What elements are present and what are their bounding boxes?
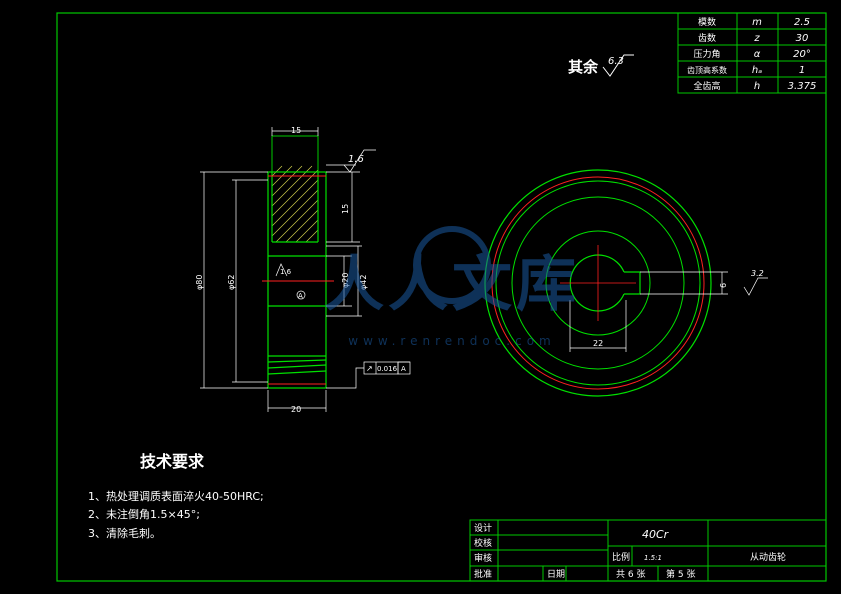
pitch-circle xyxy=(491,176,705,390)
face-roughness-value: 1.6 xyxy=(348,154,364,165)
param-value-teeth: 30 xyxy=(796,33,809,44)
title-block-text: 设计 校核 审核 批准 日期 40Cr 比例 1.5:1 从动齿轮 共 6 张 … xyxy=(474,522,786,580)
runout-tolerance-icon: ↗ xyxy=(366,364,373,373)
param-value-pressure-angle: 20° xyxy=(793,49,811,60)
roughness-symbol-general xyxy=(602,54,634,77)
param-name-addendum-coef: 齿顶高系数 xyxy=(687,65,727,75)
param-symbol-ha: hₐ xyxy=(752,65,762,76)
gear-parameter-symbols: m z α hₐ h xyxy=(752,17,762,92)
gear-parameter-values: 2.5 30 20° 1 3.375 xyxy=(788,17,817,92)
tolerance-value: 0.016 xyxy=(377,365,398,373)
param-name-module: 模数 xyxy=(698,16,716,28)
dim-bore-diameter: φ20 xyxy=(341,273,350,288)
param-name-pressure-angle: 压力角 xyxy=(693,48,720,60)
date-label: 日期 xyxy=(547,569,565,580)
tech-requirements-title: 技术要求 xyxy=(140,452,205,471)
tech-requirements-list: 1、热处理调质表面淬火40-50HRC; 2、未注倒角1.5×45°; 3、清除… xyxy=(88,489,264,540)
gear-parameter-names: 模数 齿数 压力角 齿顶高系数 全齿高 xyxy=(687,16,727,92)
gear-parameter-table xyxy=(677,12,827,94)
dim-hub-width: 15 xyxy=(291,126,301,135)
dim-outer-diameter: φ80 xyxy=(195,275,204,290)
section-dimension-labels: 15 20 15 φ80 φ62 φ20 φ42 1.6 1.6 0.016 A… xyxy=(195,126,406,414)
dim-keyway-height: 6 xyxy=(719,283,728,288)
param-symbol-m: m xyxy=(752,17,762,28)
sheet-number: 第 5 张 xyxy=(666,568,695,580)
watermark-url: www.renrendoc.com xyxy=(348,334,555,348)
tech-requirement-item: 3、清除毛刺。 xyxy=(88,526,161,540)
section-outline xyxy=(267,135,327,389)
scale-label: 比例 xyxy=(612,551,630,563)
bore-roughness-value: 1.6 xyxy=(280,268,292,276)
param-value-module: 2.5 xyxy=(794,17,810,28)
param-name-teeth: 齿数 xyxy=(698,32,716,44)
tech-requirement-item: 1、热处理调质表面淬火40-50HRC; xyxy=(88,489,264,503)
title-block xyxy=(469,519,827,582)
section-hatch xyxy=(271,165,319,243)
scale-value: 1.5:1 xyxy=(644,554,662,562)
param-value-addendum-coef: 1 xyxy=(799,65,805,76)
tech-requirement-item: 2、未注倒角1.5×45°; xyxy=(88,507,200,521)
keyway-dimension xyxy=(569,271,768,352)
param-symbol-z: z xyxy=(753,33,760,44)
section-pitch-lines xyxy=(262,175,334,385)
param-value-tooth-height: 3.375 xyxy=(788,81,817,92)
root-circle xyxy=(495,180,701,386)
other-surfaces-label: 其余 xyxy=(568,58,599,76)
watermark: 人人文库 www.renrendoc.com xyxy=(324,226,580,348)
param-symbol-h: h xyxy=(754,81,760,92)
designer-label: 设计 xyxy=(474,522,492,534)
tolerance-datum: A xyxy=(401,365,406,373)
dim-hub-diameter: φ42 xyxy=(359,275,368,290)
param-symbol-alpha: α xyxy=(754,49,761,60)
dim-keyway-width: 22 xyxy=(593,339,603,348)
dim-root-diameter: φ62 xyxy=(227,275,236,290)
keyway xyxy=(624,271,641,295)
param-name-tooth-height: 全齿高 xyxy=(693,80,720,92)
dim-face-width: 20 xyxy=(291,405,301,414)
checker-label: 校核 xyxy=(474,537,492,549)
gear-front-view: 22 6 3.2 xyxy=(484,169,768,397)
drawing-border xyxy=(56,12,827,582)
hub-circle xyxy=(545,230,651,336)
web-circle xyxy=(511,196,685,370)
watermark-logo-ring xyxy=(413,226,491,304)
gear-section-view: 15 20 15 φ80 φ62 φ20 φ42 1.6 1.6 0.016 A… xyxy=(195,126,411,414)
keyway-roughness-value: 3.2 xyxy=(751,269,764,278)
material: 40Cr xyxy=(642,528,670,541)
section-dimensions xyxy=(200,127,411,412)
approver-label: 批准 xyxy=(474,568,492,580)
datum-label: A xyxy=(298,292,303,300)
part-name: 从动齿轮 xyxy=(750,551,786,563)
sheets-total: 共 6 张 xyxy=(616,569,645,580)
dim-key-depth: 15 xyxy=(341,204,350,214)
watermark-brand: 人人文库 xyxy=(324,250,580,320)
other-surfaces-roughness: 6.3 xyxy=(608,56,624,67)
reviewer-label: 审核 xyxy=(474,552,492,564)
